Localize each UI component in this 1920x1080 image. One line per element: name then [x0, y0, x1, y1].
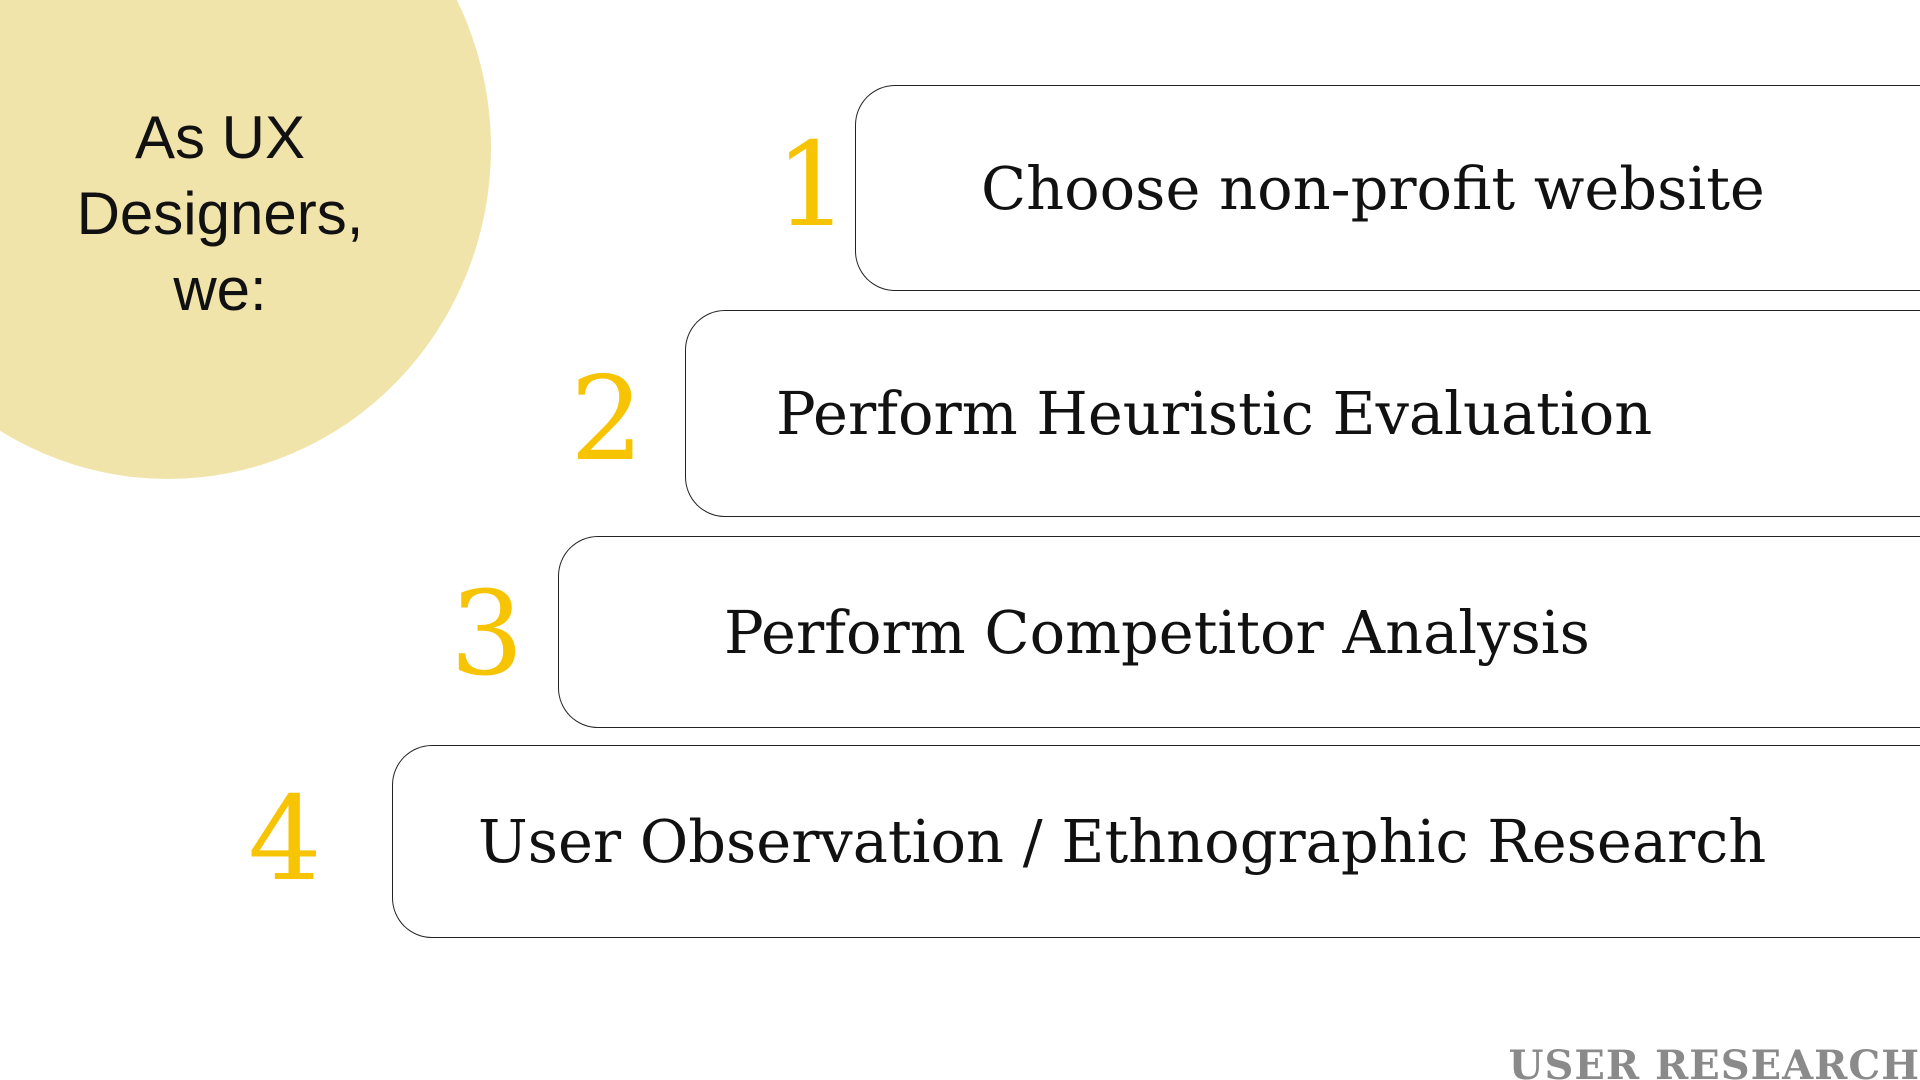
step-number-1: 1: [775, 118, 849, 253]
intro-line-2: Designers,: [76, 180, 364, 247]
step-number-3: 3: [450, 567, 524, 702]
intro-line-1: As UX: [134, 104, 306, 171]
intro-line-3: we:: [173, 256, 267, 323]
step-label-3: Perform Competitor Analysis: [724, 597, 1590, 667]
footer-section-label: USER RESEARCH: [1508, 1042, 1920, 1080]
step-label-1: Choose non-profit website: [981, 153, 1765, 223]
step-number-2: 2: [570, 352, 644, 487]
step-card-2: Perform Heuristic Evaluation: [685, 310, 1920, 517]
intro-heading: As UX Designers, we:: [40, 100, 400, 328]
step-label-2: Perform Heuristic Evaluation: [776, 379, 1653, 448]
step-card-4: User Observation / Ethnographic Research: [392, 745, 1920, 938]
step-number-4: 4: [248, 772, 322, 907]
step-label-4: User Observation / Ethnographic Research: [478, 807, 1767, 876]
step-card-1: Choose non-profit website: [855, 85, 1920, 291]
step-card-3: Perform Competitor Analysis: [558, 536, 1920, 728]
